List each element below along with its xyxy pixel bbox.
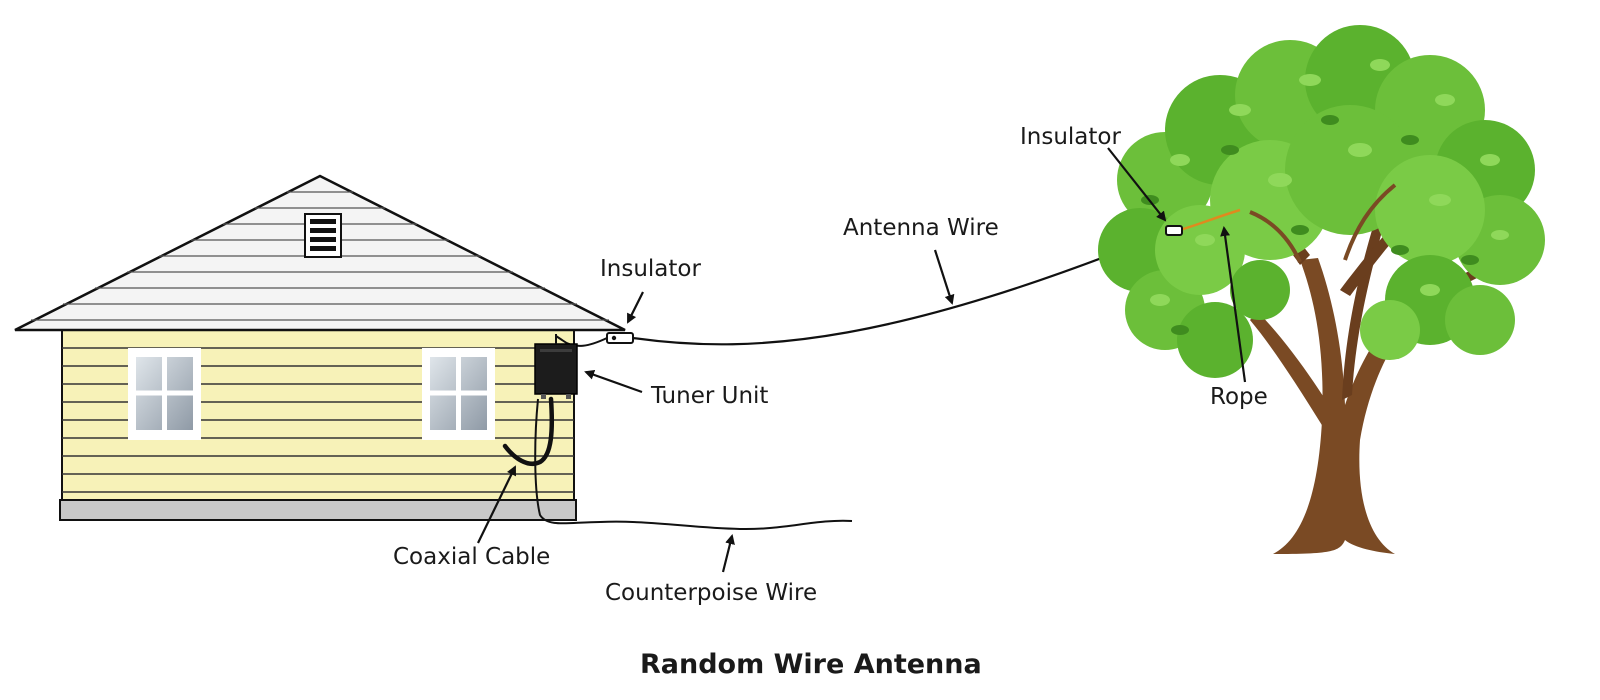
tree (1098, 25, 1545, 554)
counterpoise-wire-line (599, 519, 853, 531)
label-counterpoise-wire: Counterpoise Wire (605, 580, 818, 606)
tree-canopy (1098, 25, 1545, 378)
eave-insulator (606, 332, 634, 344)
rope-line (1179, 208, 1241, 232)
tree-insulator (1165, 225, 1183, 236)
arrow-rope (1220, 226, 1247, 383)
lead-in-wire (555, 335, 608, 347)
arrow-insulator-tree (1107, 147, 1167, 222)
arrow-counterpoise-wire (721, 534, 735, 573)
diagram-title: Random Wire Antenna (640, 649, 982, 680)
house (14, 174, 634, 525)
attic-vent (304, 213, 342, 258)
label-insulator-tree: Insulator (1020, 124, 1121, 150)
tuner-unit (534, 334, 578, 399)
label-coaxial-cable: Coaxial Cable (393, 544, 551, 570)
house-window-right (422, 348, 495, 440)
counterpoise-lead (534, 398, 601, 525)
label-insulator-house: Insulator (600, 256, 701, 282)
coaxial-cable-line (502, 396, 555, 466)
house-window-left (128, 348, 201, 440)
house-foundation (59, 499, 577, 521)
label-antenna-wire: Antenna Wire (843, 215, 999, 241)
arrow-tuner-unit (584, 369, 643, 394)
arrow-coaxial-cable (477, 465, 516, 544)
arrow-antenna-wire (933, 249, 955, 305)
arrow-insulator-house (627, 291, 644, 324)
label-tuner-unit: Tuner Unit (651, 383, 769, 409)
antenna-wire-line (632, 231, 1167, 346)
pointer-arrows (477, 147, 1247, 573)
label-rope: Rope (1210, 384, 1268, 410)
